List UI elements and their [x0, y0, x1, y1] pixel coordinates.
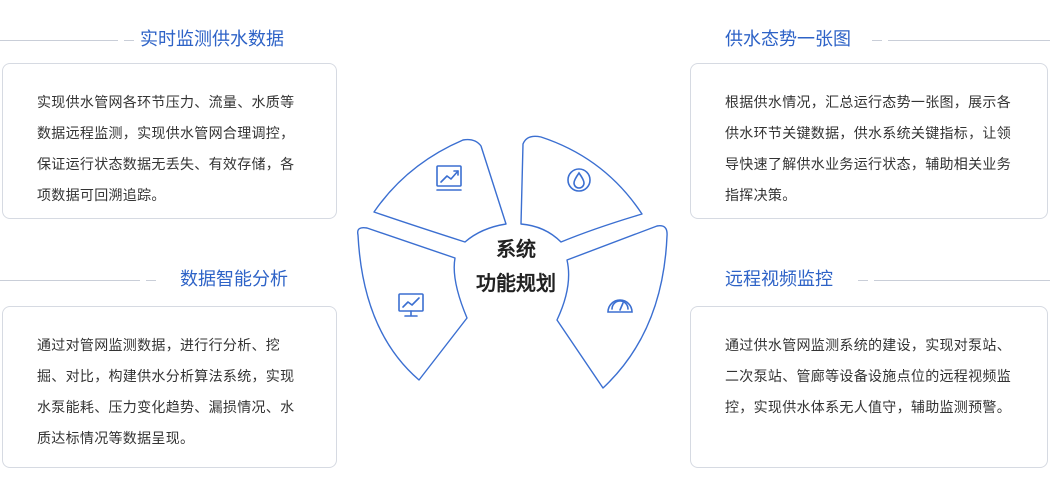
segment-top-left: [373, 138, 507, 243]
card-situation: 根据供水情况，汇总运行态势一张图，展示各供水环节关键数据，供水系统关键指标，让领…: [690, 63, 1048, 219]
card-analysis: 通过对管网监测数据，进行行分析、挖掘、对比，构建供水分析算法系统，实现水泵能耗、…: [2, 306, 337, 468]
heading-dash-video: [858, 280, 868, 281]
heading-monitor: 实时监测供水数据: [140, 29, 284, 50]
center-label-line1: 系统: [496, 237, 536, 261]
heading-dash-monitor: [124, 40, 134, 41]
monitor-chart-icon: [398, 293, 424, 317]
function-wheel: [357, 135, 668, 389]
heading-rule-analysis: [0, 280, 140, 281]
card-monitor-text: 实现供水管网各环节压力、流量、水质等数据远程监测，实现供水管网合理调控，保证运行…: [37, 95, 295, 204]
heading-rule-monitor: [0, 40, 118, 41]
heading-dash-situation: [872, 40, 882, 41]
water-drop-icon: [567, 168, 591, 192]
center-label: 系统 功能规划: [446, 232, 586, 300]
trend-chart-icon: [436, 165, 462, 191]
gauge-icon: [607, 299, 633, 313]
heading-situation: 供水态势一张图: [725, 29, 851, 50]
card-video: 通过供水管网监测系统的建设，实现对泵站、二次泵站、管廊等设备设施点位的远程视频监…: [690, 306, 1048, 468]
card-situation-text: 根据供水情况，汇总运行态势一张图，展示各供水环节关键数据，供水系统关键指标，让领…: [725, 95, 1011, 204]
heading-rule-situation: [888, 40, 1050, 41]
card-video-text: 通过供水管网监测系统的建设，实现对泵站、二次泵站、管廊等设备设施点位的远程视频监…: [725, 338, 1011, 416]
heading-video: 远程视频监控: [725, 269, 833, 290]
center-label-line2: 功能规划: [476, 271, 556, 295]
heading-dash-analysis: [146, 280, 156, 281]
card-monitor: 实现供水管网各环节压力、流量、水质等数据远程监测，实现供水管网合理调控，保证运行…: [2, 63, 337, 219]
heading-analysis: 数据智能分析: [180, 269, 288, 290]
card-analysis-text: 通过对管网监测数据，进行行分析、挖掘、对比，构建供水分析算法系统，实现水泵能耗、…: [37, 338, 295, 447]
segment-top-right: [520, 135, 643, 243]
heading-rule-video: [874, 280, 1050, 281]
